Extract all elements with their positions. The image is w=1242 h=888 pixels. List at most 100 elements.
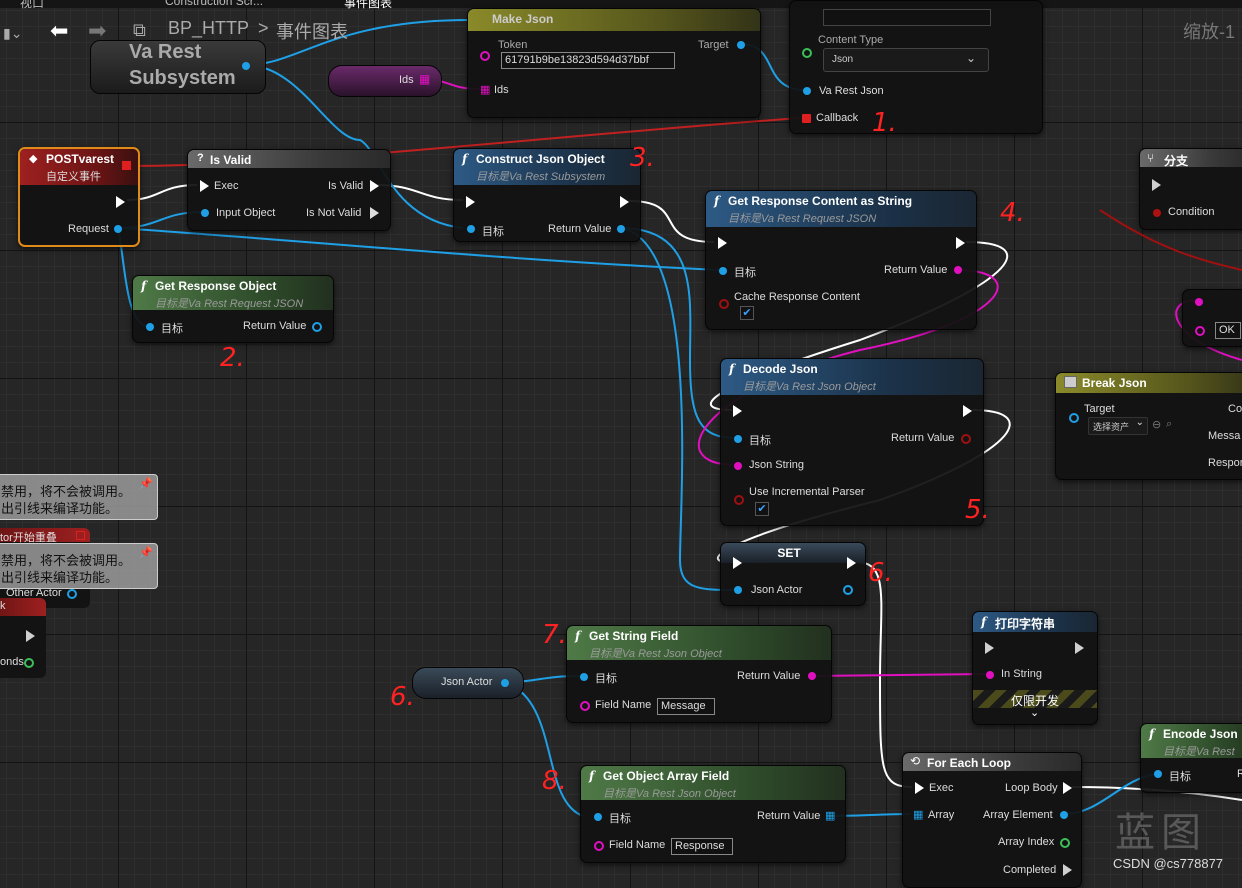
- construct-json-object-node[interactable]: Construct Json Object 目标是Va Rest Subsyst…: [453, 148, 641, 242]
- loop-body-exec-out[interactable]: [1063, 782, 1072, 794]
- branch-node[interactable]: 分支 ⑂ Condition: [1139, 148, 1242, 230]
- response-object-return-pin[interactable]: [312, 322, 322, 332]
- breadcrumb-blueprint[interactable]: BP_HTTP: [168, 18, 250, 38]
- is-valid-exec-in[interactable]: [200, 180, 209, 192]
- response-content-exec-in[interactable]: [718, 237, 727, 249]
- construct-exec-out[interactable]: [620, 196, 629, 208]
- break-json-node[interactable]: Break Json Target 选择资产 ⌄ ⊖ ⌕ Co Messa Re…: [1055, 372, 1242, 480]
- string-field-return-pin[interactable]: [808, 672, 816, 680]
- in-string-pin[interactable]: [986, 671, 994, 679]
- token-input[interactable]: 61791b9be13823d594d37bbf: [501, 52, 675, 69]
- bonds-pin[interactable]: [24, 658, 34, 668]
- is-not-valid-exec-out[interactable]: [370, 207, 379, 219]
- json-actor-variable-node[interactable]: Json Actor: [412, 667, 524, 699]
- make-json-target-pin[interactable]: [737, 41, 745, 49]
- response-content-exec-out[interactable]: [956, 237, 965, 249]
- json-actor-var-pin[interactable]: [501, 679, 509, 687]
- response-content-return-pin[interactable]: [954, 266, 962, 274]
- cache-response-pin[interactable]: [719, 299, 729, 309]
- delegate-pin[interactable]: [76, 531, 85, 540]
- make-json-node[interactable]: Make Json Token Target 61791b9be13823d59…: [467, 8, 761, 118]
- call-url-top-field[interactable]: [823, 9, 991, 26]
- set-json-actor-node[interactable]: SET Json Actor: [720, 542, 866, 606]
- chevron-down-icon[interactable]: ⌄: [1030, 707, 1040, 719]
- back-circle-icon[interactable]: ⊖: [1152, 419, 1162, 431]
- back-arrow-icon[interactable]: ⬅: [50, 18, 69, 43]
- branch-exec-in[interactable]: [1152, 179, 1161, 191]
- array-in-pin[interactable]: ▦: [913, 809, 924, 821]
- object-array-name-pin[interactable]: [594, 841, 604, 851]
- ok-node[interactable]: OK: [1182, 289, 1242, 347]
- encode-target-pin[interactable]: [1154, 770, 1162, 778]
- set-exec-out[interactable]: [847, 557, 856, 569]
- get-response-object-node[interactable]: Get Response Object 目标是Va Rest Request J…: [132, 275, 334, 343]
- print-string-node[interactable]: 打印字符串 f In String 仅限开发 ⌄: [972, 611, 1098, 725]
- subsystem-output-pin[interactable]: [242, 62, 250, 70]
- construct-target-pin[interactable]: [467, 225, 475, 233]
- incremental-parser-checkbox[interactable]: ✔: [755, 502, 769, 516]
- set-exec-in[interactable]: [733, 557, 742, 569]
- decode-exec-out[interactable]: [963, 405, 972, 417]
- token-pin[interactable]: [480, 51, 490, 61]
- decode-json-node[interactable]: Decode Json 目标是Va Rest Json Object f 目标 …: [720, 358, 984, 526]
- for-each-exec-in[interactable]: [915, 782, 924, 794]
- object-array-return-pin[interactable]: ▦: [825, 810, 836, 822]
- delegate-pin[interactable]: [122, 161, 131, 170]
- string-field-name-pin[interactable]: [580, 701, 590, 711]
- disabled-comment-2[interactable]: 禁用，将不会被调用。 出引线来编译功能。 📌: [0, 543, 158, 589]
- input-object-pin[interactable]: [201, 209, 209, 217]
- json-string-pin[interactable]: [734, 462, 742, 470]
- break-json-target-pin[interactable]: [1069, 413, 1079, 423]
- tab-viewport[interactable]: 视口: [20, 0, 45, 10]
- content-type-pin[interactable]: [802, 48, 812, 58]
- set-json-actor-pin[interactable]: [734, 586, 742, 594]
- construct-exec-in[interactable]: [466, 196, 475, 208]
- forward-arrow-icon[interactable]: ➡: [88, 18, 107, 43]
- disabled-comment-1[interactable]: 禁用，将不会被调用。 出引线来编译功能。 📌: [0, 474, 158, 520]
- get-response-content-node[interactable]: Get Response Content as String 目标是Va Res…: [705, 190, 977, 330]
- cache-response-checkbox[interactable]: ✔: [740, 306, 754, 320]
- decode-target-pin[interactable]: [734, 435, 742, 443]
- graph-menu-icon[interactable]: ▮⌄: [3, 25, 23, 41]
- completed-exec-out[interactable]: [1063, 864, 1072, 876]
- print-exec-in[interactable]: [985, 642, 994, 654]
- ids-variable-node[interactable]: Ids ▦: [328, 65, 442, 97]
- construct-return-pin[interactable]: [617, 225, 625, 233]
- request-pin[interactable]: [114, 225, 122, 233]
- is-valid-node[interactable]: Is Valid ? Exec Is Valid Input Object Is…: [187, 149, 391, 231]
- tab-event-graph[interactable]: 事件图表: [344, 0, 393, 10]
- pin-icon[interactable]: 📌: [139, 478, 153, 490]
- decode-return-pin[interactable]: [961, 434, 971, 444]
- asset-select-dropdown[interactable]: 选择资产 ⌄: [1088, 417, 1148, 435]
- post-exec-out[interactable]: [116, 196, 125, 208]
- get-string-field-node[interactable]: Get String Field 目标是Va Rest Json Object …: [566, 625, 832, 723]
- decode-exec-in[interactable]: [733, 405, 742, 417]
- content-type-dropdown[interactable]: Json ⌄: [823, 48, 989, 72]
- stub-exec-out[interactable]: [26, 630, 35, 642]
- message-field-input[interactable]: Message: [657, 698, 715, 715]
- pin-icon[interactable]: 📌: [139, 547, 153, 559]
- is-valid-exec-out[interactable]: [370, 180, 379, 192]
- set-output-pin[interactable]: [843, 585, 853, 595]
- tab-construction-script[interactable]: Construction Scr...: [165, 0, 264, 8]
- ok-node-pin-top[interactable]: [1195, 298, 1203, 306]
- ok-field[interactable]: OK: [1215, 322, 1241, 339]
- callback-pin[interactable]: [802, 114, 811, 123]
- object-array-target-pin[interactable]: [594, 813, 602, 821]
- get-object-array-field-node[interactable]: Get Object Array Field 目标是Va Rest Json O…: [580, 765, 846, 863]
- ok-node-pin[interactable]: [1195, 326, 1205, 336]
- array-element-pin[interactable]: [1060, 811, 1068, 819]
- response-object-target-pin[interactable]: [146, 323, 154, 331]
- array-index-pin[interactable]: [1060, 838, 1070, 848]
- search-icon[interactable]: ⌕: [1166, 418, 1173, 430]
- response-field-input[interactable]: Response: [671, 838, 733, 855]
- other-actor-pin[interactable]: [67, 589, 77, 599]
- encode-json-node[interactable]: Encode Json 目标是Va Rest f 目标 R: [1140, 723, 1242, 793]
- post-custom-event-node[interactable]: POSTvarest 自定义事件 ◆ Request: [18, 147, 140, 247]
- response-content-target-pin[interactable]: [719, 267, 727, 275]
- for-each-loop-node[interactable]: For Each Loop ⟲ Exec Loop Body ▦ Array A…: [902, 752, 1082, 888]
- ids-array-pin-icon[interactable]: ▦: [480, 84, 491, 96]
- left-stub-node-2[interactable]: k onds: [0, 598, 46, 678]
- condition-pin[interactable]: [1153, 209, 1161, 217]
- string-field-target-pin[interactable]: [580, 673, 588, 681]
